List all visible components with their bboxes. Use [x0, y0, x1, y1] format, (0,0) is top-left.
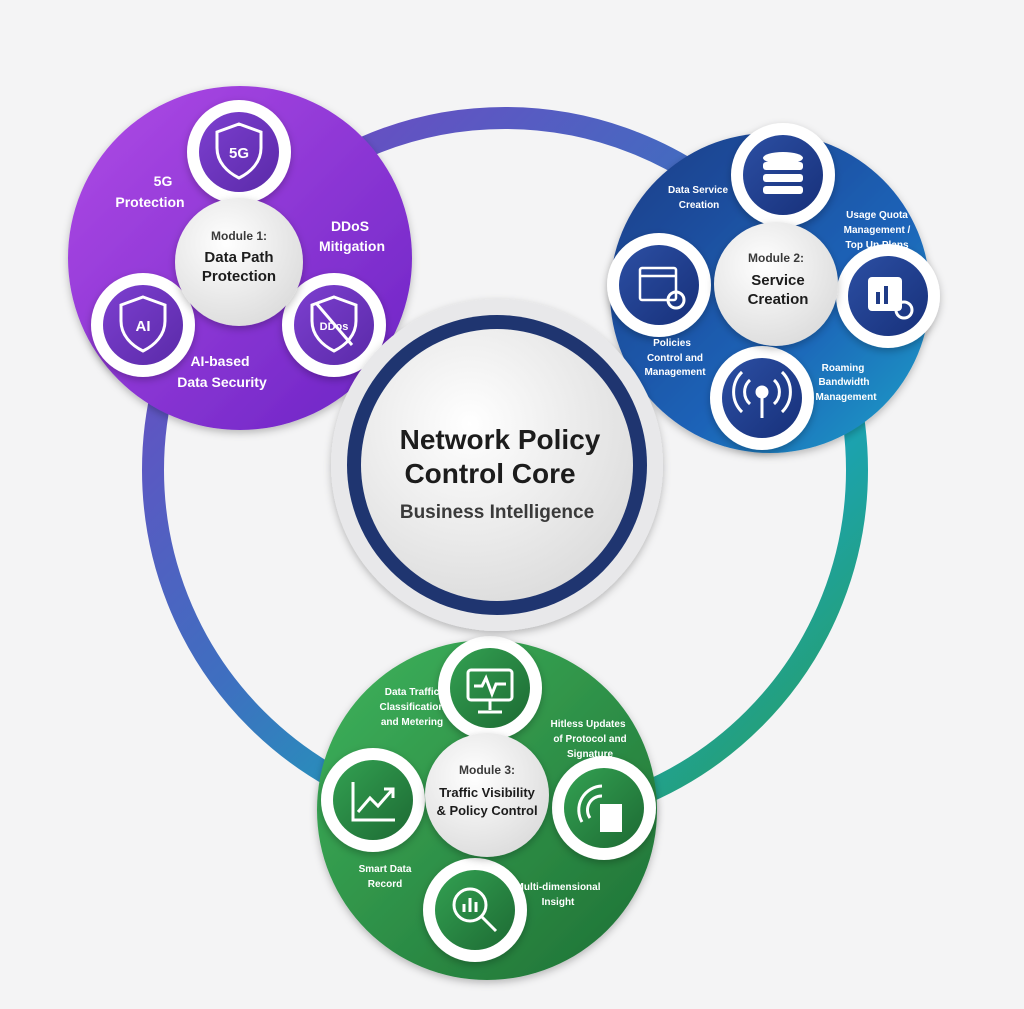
label-dataservice-line2: Creation: [679, 200, 720, 211]
module2-icon-roaming[interactable]: [710, 346, 814, 450]
label-roaming-line2: Bandwidth: [818, 377, 869, 388]
module3-icon-document[interactable]: [552, 756, 656, 860]
shield-icon: [119, 295, 167, 353]
core-center: [361, 329, 633, 601]
module1-title-line1: Data Path: [204, 249, 273, 266]
label-hitless-line2: of Protocol and: [553, 734, 626, 745]
module2-title-line2: Creation: [748, 291, 809, 308]
module1-center: [175, 198, 303, 326]
module1-icon-ddos[interactable]: DDos: [282, 273, 386, 377]
module3-icon-monitor[interactable]: [438, 636, 542, 740]
module1-icon-ai[interactable]: AI: [91, 273, 195, 377]
label-traffic-line1: Data Traffic: [385, 687, 440, 698]
label-insight-line2: Insight: [542, 897, 575, 908]
chart-gear-icon: [868, 277, 914, 320]
fiveg-icon-text: 5G: [229, 145, 249, 162]
module2-icon-usage[interactable]: [836, 244, 940, 348]
database-icon: [763, 152, 803, 194]
shield-icon: [215, 122, 263, 180]
shield-icon: [310, 295, 358, 353]
core-title-line1: Network Policy: [400, 424, 601, 455]
module2-icon-database[interactable]: [731, 123, 835, 227]
module2-label: Module 2:: [748, 251, 804, 265]
label-policies-line3: Management: [644, 367, 706, 378]
module3-icon-insight[interactable]: [423, 858, 527, 962]
module2-center: [714, 222, 838, 346]
module1-label: Module 1:: [211, 229, 267, 243]
label-5g-line1: 5G: [154, 173, 173, 189]
ddos-icon-text: DDos: [320, 321, 349, 333]
label-usage-line2: Management /: [844, 225, 911, 236]
label-policies-line2: Control and: [647, 353, 703, 364]
label-roaming-line3: Management: [815, 392, 877, 403]
module3-title-line1: Traffic Visibility: [439, 785, 536, 800]
label-usage-line1: Usage Quota: [846, 210, 908, 221]
antenna-icon: [732, 370, 792, 418]
label-ddos-line2: Mitigation: [319, 238, 385, 254]
module3-group: Module 3: Traffic Visibility & Policy Co…: [317, 636, 657, 980]
module3-title-line2: & Policy Control: [436, 803, 537, 818]
label-ai-line1: AI-based: [190, 353, 249, 369]
label-insight-line1: Multi-dimensional: [516, 882, 601, 893]
label-smart-line1: Smart Data: [359, 864, 412, 875]
module1-title-line2: Protection: [202, 268, 276, 285]
monitor-pulse-icon: [466, 668, 514, 714]
module1-group: 5G AI DDos Module 1: Data Path Protectio…: [68, 86, 412, 430]
label-hitless-line3: Signature: [567, 749, 614, 760]
label-policies-line1: Policies: [653, 338, 691, 349]
module3-center: [425, 733, 549, 857]
label-usage-line3: Top Up Plans: [845, 240, 909, 251]
label-dataservice-line1: Data Service: [668, 185, 728, 196]
module2-icon-policies[interactable]: [607, 233, 711, 337]
magnifier-chart-icon: [452, 887, 498, 933]
strike-icon: [314, 302, 354, 346]
label-hitless-line1: Hitless Updates: [550, 719, 625, 730]
module2-title-line1: Service: [751, 272, 804, 289]
label-ai-line2: Data Security: [177, 374, 267, 390]
core-title-line2: Control Core: [404, 458, 575, 489]
module1-icon-5g[interactable]: 5G: [187, 100, 291, 204]
core-subtitle: Business Intelligence: [400, 502, 594, 523]
signal-document-icon: [577, 784, 622, 832]
core-group: Network Policy Control Core Business Int…: [331, 299, 663, 631]
label-ddos-line1: DDoS: [331, 218, 369, 234]
growth-chart-icon: [351, 782, 395, 822]
module2-group: Module 2: Service Creation Data Service …: [607, 123, 940, 453]
module3-label: Module 3:: [459, 763, 515, 777]
window-gear-icon: [638, 266, 686, 310]
label-5g-line2: Protection: [115, 194, 184, 210]
ai-icon-text: AI: [136, 318, 151, 335]
module3-icon-growth[interactable]: [321, 748, 425, 852]
label-smart-line2: Record: [368, 879, 402, 890]
label-traffic-line3: and Metering: [381, 717, 443, 728]
label-traffic-line2: Classification: [379, 702, 444, 713]
label-roaming-line1: Roaming: [822, 363, 865, 374]
